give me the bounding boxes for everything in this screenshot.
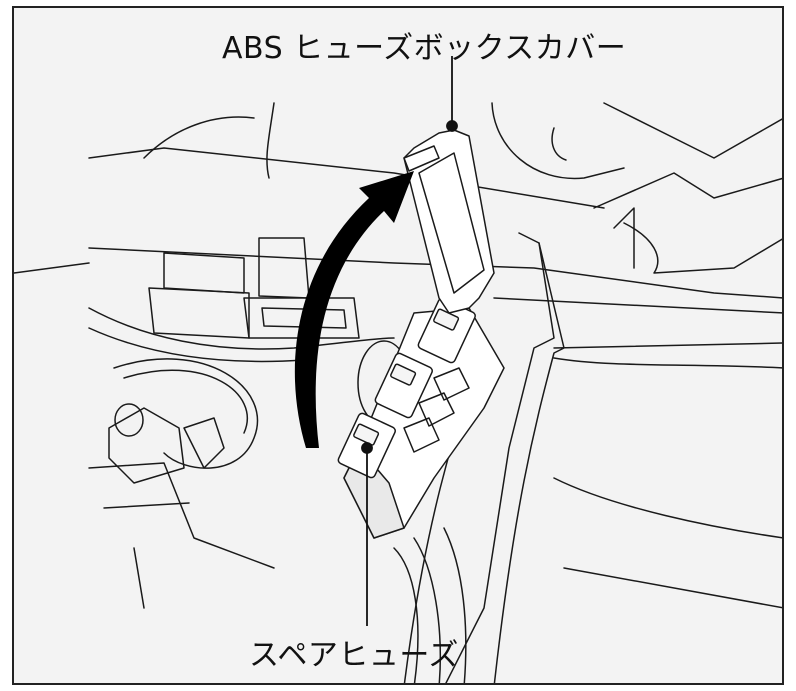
fuse-box-line-drawing — [14, 56, 782, 683]
lower-frame — [88, 462, 275, 569]
right-fender-2 — [593, 172, 782, 209]
lower-frame-3 — [133, 547, 145, 609]
wire-2 — [88, 327, 305, 363]
right-fender — [603, 102, 782, 159]
hose-3 — [443, 527, 467, 683]
lower-right-line — [553, 477, 782, 539]
abs-fuse-box-cover — [403, 129, 495, 314]
lower-frame-2 — [103, 502, 190, 509]
right-bracket — [623, 222, 782, 274]
connector-lower — [148, 287, 250, 339]
spare-leader-dot — [361, 442, 373, 454]
mid-rail-3 — [553, 357, 782, 369]
upper-panel-edge-2 — [266, 102, 275, 179]
upper-panel-edge — [88, 147, 605, 209]
cover-leader-dot — [446, 120, 458, 132]
hood-curve — [143, 116, 255, 159]
cover-inner — [418, 152, 485, 294]
fuse-1 — [417, 297, 476, 364]
mid-rail — [493, 297, 782, 314]
fuse-slot-a — [433, 367, 470, 401]
bracket-lower — [108, 407, 185, 484]
connector-tab — [258, 237, 310, 299]
crossmember-2 — [14, 262, 90, 274]
engine-bay-illustration: ABS ヒューズボックスカバー スペアヒューズ — [12, 6, 784, 685]
lift-arrow — [294, 171, 414, 448]
abs-fuse-box-cover-label: ABS ヒューズボックスカバー — [222, 31, 627, 66]
wire-loop-2 — [123, 369, 249, 434]
crossmember — [88, 247, 782, 299]
mid-rail-2 — [553, 342, 782, 349]
cover-latch — [403, 145, 440, 172]
reservoir-cap — [491, 102, 625, 180]
reservoir-cap-inner — [551, 127, 567, 161]
hose-1 — [393, 547, 419, 683]
fuse-2 — [374, 352, 433, 419]
bolt-head — [114, 403, 144, 437]
connector-body — [163, 252, 245, 294]
wire-loop — [113, 358, 259, 469]
bracket-detail — [613, 207, 635, 269]
spare-fuse-label: スペアヒューズ — [249, 638, 459, 673]
fuse-slot-c — [403, 417, 440, 453]
hose-2 — [413, 537, 442, 683]
lower-right-line-2 — [563, 567, 782, 609]
bracket-clip — [183, 417, 225, 469]
wire-1 — [88, 307, 395, 350]
fuse-slot-b — [418, 392, 455, 427]
vertical-bracket-2 — [493, 242, 565, 683]
